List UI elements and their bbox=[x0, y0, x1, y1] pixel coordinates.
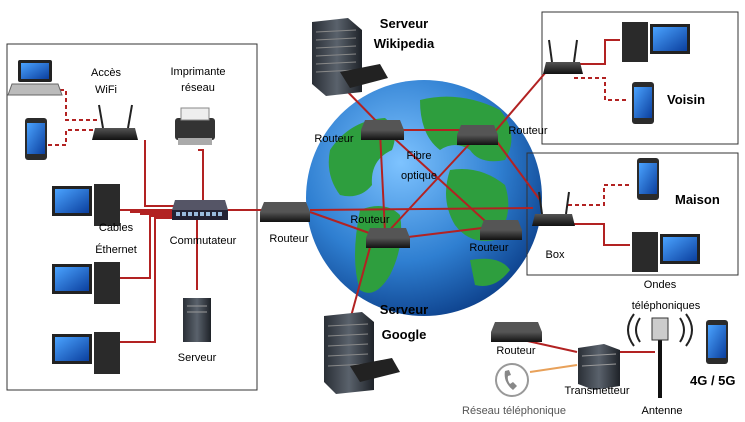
neighbor-label: Voisin bbox=[667, 92, 706, 107]
google-server-icon bbox=[324, 312, 400, 394]
router-icon bbox=[361, 120, 404, 140]
switch-icon bbox=[172, 200, 228, 220]
wikipedia-server-label-2: Wikipedia bbox=[373, 36, 435, 51]
wifi-links bbox=[48, 77, 632, 206]
router-label: Routeur bbox=[269, 233, 309, 245]
wikipedia-server-icon bbox=[312, 18, 388, 96]
wikipedia-server-label: Serveur bbox=[379, 16, 429, 31]
fiber-optic-label-2: optique bbox=[400, 170, 438, 182]
phone-line bbox=[529, 364, 578, 373]
switch-label: Commutateur bbox=[169, 235, 237, 247]
desktop-computer-icon bbox=[52, 184, 120, 226]
router-label: Routeur bbox=[350, 214, 390, 226]
google-server-label: Serveur bbox=[379, 302, 429, 317]
server-label: Serveur bbox=[177, 352, 217, 364]
router-label: Routeur bbox=[314, 133, 354, 145]
box-router-icon bbox=[532, 191, 575, 226]
wifi-access-label: Accès bbox=[91, 67, 121, 79]
waves-label-2: téléphoniques bbox=[631, 300, 701, 312]
network-printer-label: Imprimante bbox=[170, 66, 226, 78]
router-icon bbox=[260, 202, 310, 222]
printer-icon bbox=[175, 107, 215, 145]
fiber-optic-label: Fibre bbox=[406, 150, 432, 162]
phone-network-label: Réseau téléphonique bbox=[462, 405, 566, 417]
router-icon bbox=[480, 220, 522, 240]
transmitter-label: Transmetteur bbox=[564, 385, 630, 397]
router-icon bbox=[491, 322, 542, 342]
desktop-computer-icon bbox=[632, 232, 700, 272]
smartphone-icon bbox=[637, 158, 659, 200]
telephone-icon bbox=[495, 363, 529, 397]
network-links bbox=[120, 39, 655, 353]
smartphone-icon bbox=[25, 118, 47, 160]
ethernet-cables-label: Cables bbox=[98, 222, 134, 234]
laptop-icon bbox=[7, 60, 63, 96]
mobile-generation-label: 4G / 5G bbox=[690, 373, 736, 388]
network-printer-label-2: réseau bbox=[181, 82, 215, 94]
waves-label: Ondes bbox=[643, 279, 677, 291]
home-frame bbox=[526, 152, 739, 276]
antenna-icon bbox=[627, 313, 693, 398]
box-label: Box bbox=[545, 249, 565, 261]
router-label: Routeur bbox=[496, 345, 536, 357]
antenna-label: Antenne bbox=[641, 405, 683, 417]
desktop-computer-icon bbox=[622, 22, 690, 62]
wifi-router-icon bbox=[92, 104, 138, 140]
router-icon bbox=[366, 228, 410, 248]
desktop-computer-icon bbox=[52, 262, 120, 304]
globe bbox=[306, 80, 542, 316]
home-label: Maison bbox=[675, 192, 720, 207]
wifi-access-label-2: WiFi bbox=[95, 84, 117, 96]
desktop-computer-icon bbox=[52, 332, 120, 374]
google-server-label-2: Google bbox=[381, 327, 427, 342]
server-icon bbox=[183, 298, 211, 342]
wifi-router-icon bbox=[543, 39, 583, 74]
local-network-frame bbox=[6, 43, 258, 391]
router-label: Routeur bbox=[508, 125, 548, 137]
smartphone-icon bbox=[706, 320, 728, 364]
router-icon bbox=[457, 125, 498, 145]
ethernet-cables-label-2: Éthernet bbox=[95, 244, 137, 256]
transmitter-icon bbox=[578, 344, 620, 390]
smartphone-icon bbox=[632, 82, 654, 124]
router-label: Routeur bbox=[469, 242, 509, 254]
